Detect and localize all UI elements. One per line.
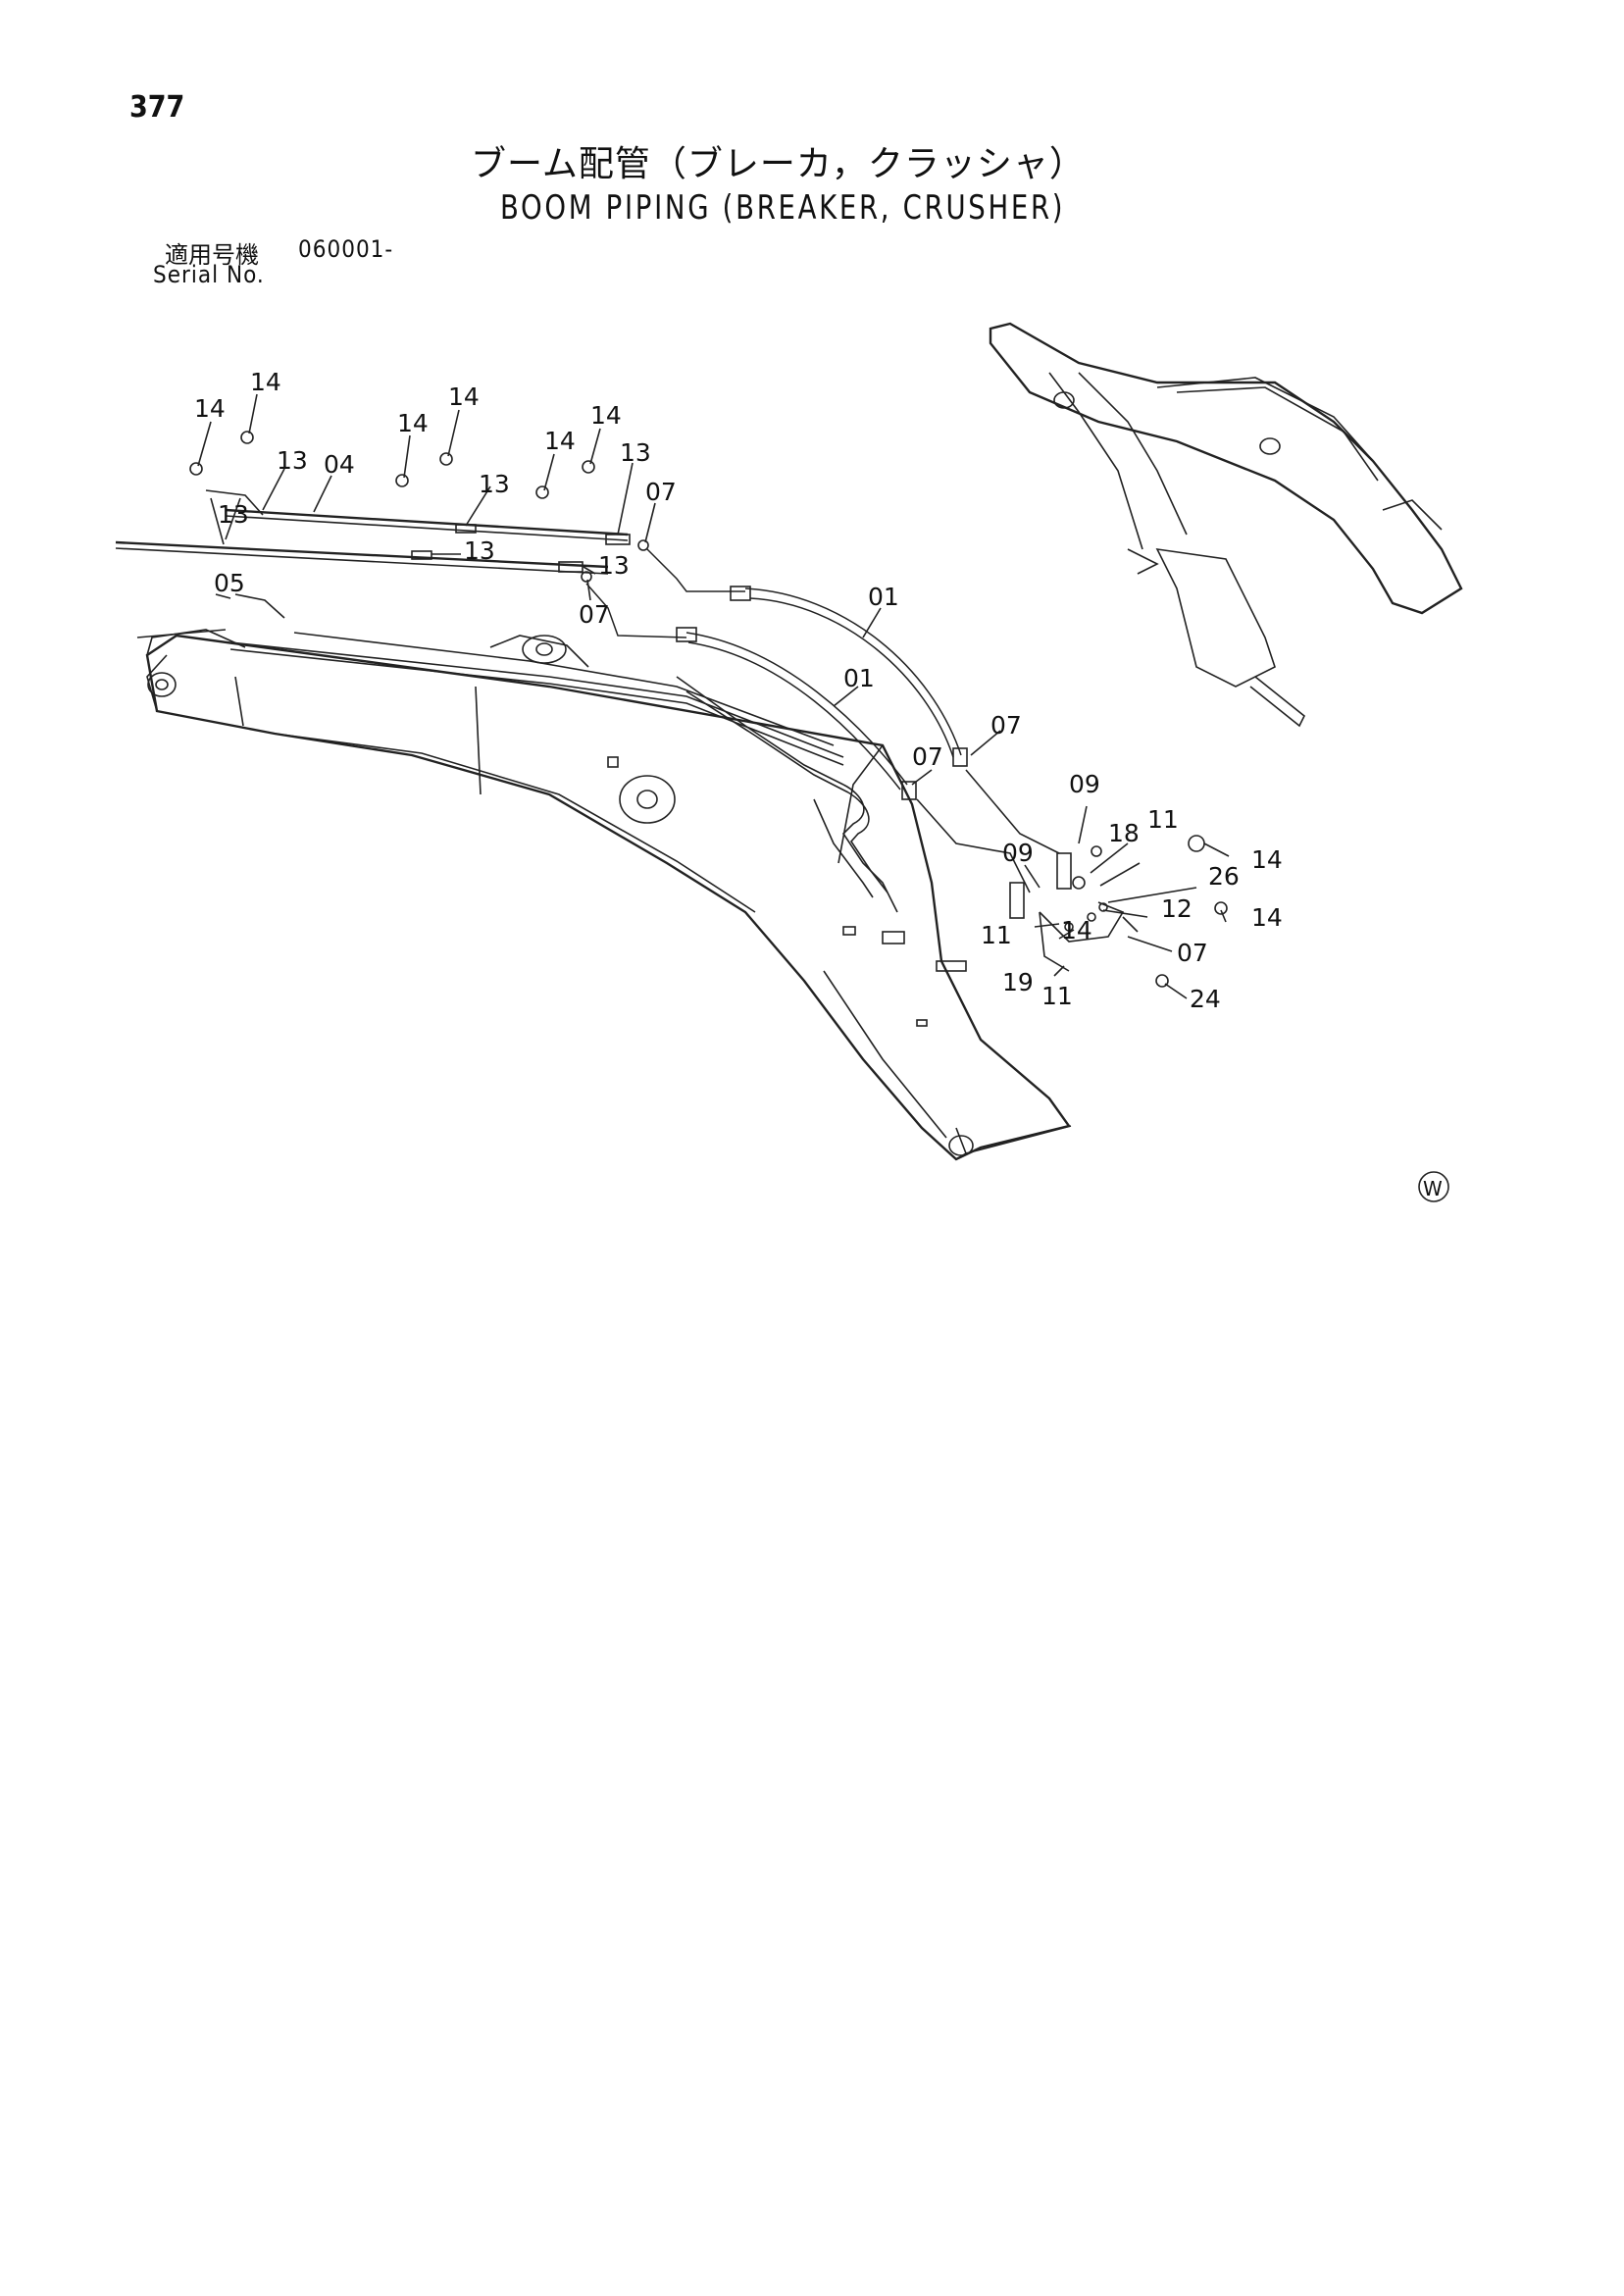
callout-label: 01 <box>868 583 899 611</box>
callout-label: 11 <box>981 921 1012 949</box>
w-mark-label: W <box>1423 1177 1443 1200</box>
callout-label: 07 <box>912 742 943 771</box>
callout-label: 18 <box>1108 819 1140 847</box>
callout-labels: 14 14 14 14 14 14 13 04 13 13 07 13 13 1… <box>194 368 1283 1013</box>
callout-label: 19 <box>1002 968 1034 996</box>
leader-lines <box>197 393 1230 999</box>
hoses <box>585 548 1060 893</box>
callout-label: 14 <box>397 409 429 437</box>
callout-label: 13 <box>277 446 308 475</box>
serial-label-english: Serial No. <box>153 261 265 288</box>
callout-label: 13 <box>218 500 249 529</box>
callout-label: 24 <box>1190 985 1221 1013</box>
callout-label: 14 <box>448 383 480 411</box>
callout-label: 26 <box>1208 862 1240 891</box>
callout-label: 07 <box>579 600 610 629</box>
callout-label: 14 <box>1251 903 1283 932</box>
serial-number-value: 060001- <box>298 235 394 263</box>
callout-label: 01 <box>843 664 875 692</box>
callout-label: 14 <box>1251 845 1283 874</box>
callout-label: 14 <box>1061 916 1092 944</box>
callout-label: 14 <box>590 401 622 430</box>
callout-label: 04 <box>324 450 355 479</box>
callout-label: 11 <box>1147 805 1179 834</box>
w-mark-icon: W <box>1418 1171 1449 1202</box>
serial-label-japanese: 適用号機 <box>165 241 259 269</box>
callout-label: 14 <box>194 394 226 423</box>
callout-label: 09 <box>1069 770 1100 798</box>
callout-label: 12 <box>1161 894 1193 923</box>
callout-label: 13 <box>464 536 495 565</box>
callout-label: 07 <box>1177 939 1208 967</box>
callout-label: 11 <box>1041 982 1073 1010</box>
callout-label: 13 <box>598 551 630 580</box>
callout-label: 14 <box>250 368 281 396</box>
title-japanese: ブーム配管（ブレーカ，クラッシャ） <box>471 144 1086 184</box>
title-english: BOOM PIPING (BREAKER, CRUSHER) <box>500 188 1066 228</box>
callout-label: 07 <box>645 478 677 506</box>
callout-label: 14 <box>544 427 576 455</box>
pipe-assembly <box>115 431 649 619</box>
page-number: 377 <box>129 90 185 125</box>
callout-label: 13 <box>620 438 651 467</box>
callout-label: 09 <box>1002 839 1034 867</box>
callout-label: 07 <box>990 711 1022 740</box>
boom-drawing <box>136 629 1072 1161</box>
breaker-inset <box>989 322 1463 728</box>
callout-label: 13 <box>479 470 510 498</box>
callout-label: 05 <box>214 569 245 597</box>
